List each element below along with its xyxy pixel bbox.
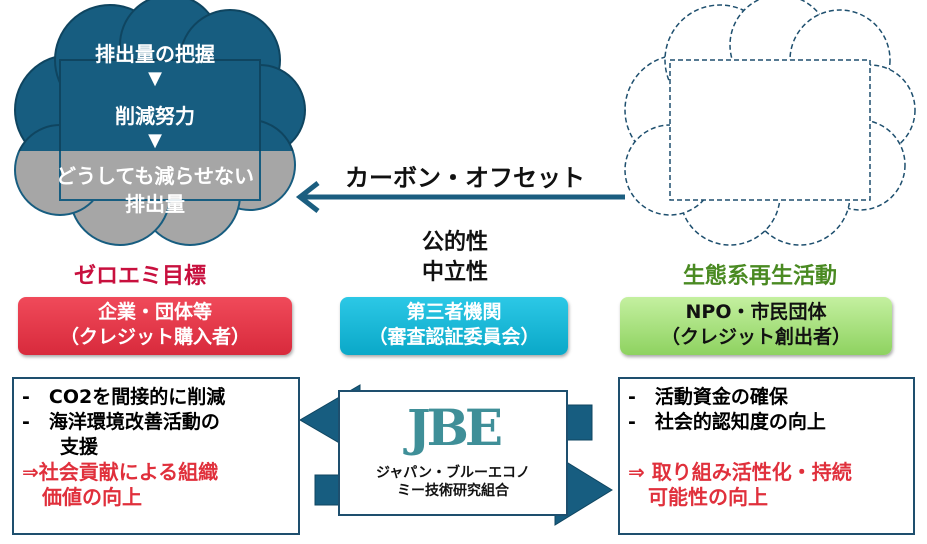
- actor-third-party: 第三者機関 （審査認証委員会）: [340, 297, 568, 355]
- jbe-logo: JBE: [406, 398, 503, 457]
- benefit-result: 価値の向上: [22, 485, 142, 509]
- creator-benefits-box: - 活動資金の確保 - 社会的認知度の向上 ⇒ 取り組み活性化・持続 可能性の向…: [618, 377, 915, 535]
- benefit-item: - 活動資金の確保: [628, 386, 788, 408]
- benefit-result: ⇒ 取り組み活性化・持続: [628, 460, 852, 484]
- neutral-label: 中立性: [421, 260, 488, 285]
- zero-emission-heading: ゼロエミ目標: [73, 264, 206, 289]
- actor-npo: NPO・市民団体 （クレジット創出者）: [620, 297, 892, 355]
- jbe-name-b: ミー技術研究組合: [397, 483, 509, 499]
- actor-companies: 企業・団体等 （クレジット購入者）: [18, 297, 292, 355]
- reduction-absorption-label: 削減・吸収: [717, 172, 818, 196]
- actor-role: （クレジット創出者）: [660, 326, 851, 348]
- benefit-item: - 海洋環境改善活動の: [22, 411, 220, 433]
- carbon-offset-label: カーボン・オフセット: [345, 164, 585, 192]
- step-measure: 排出量の把握: [95, 42, 215, 66]
- down-arrow-icon: ▼: [148, 130, 162, 151]
- step-residual-b: 排出量: [125, 192, 185, 216]
- neutrality-labels: 公的性 中立性: [380, 228, 530, 288]
- public-label: 公的性: [421, 230, 488, 255]
- actor-name: NPO・市民団体: [685, 301, 827, 323]
- actor-role: （審査認証委員会）: [368, 326, 540, 348]
- down-arrow-icon: ▼: [148, 68, 162, 89]
- benefit-item: - 社会的認知度の向上: [628, 411, 826, 433]
- step-residual-a: どうしても減らせない: [56, 164, 254, 188]
- actor-name: 企業・団体等: [97, 301, 212, 323]
- actor-name: 第三者機関: [406, 301, 502, 323]
- offset-arrow: [295, 181, 625, 213]
- actor-role: （クレジット購入者）: [59, 326, 250, 348]
- buyer-benefits-box: - CO2を間接的に削減 - 海洋環境改善活動の 支援 ⇒社会貢献による組織 価…: [12, 377, 300, 535]
- right-cloud: [624, 0, 916, 246]
- benefit-item: 支援: [22, 436, 99, 458]
- step-reduce: 削減努力: [115, 104, 195, 128]
- ecosystem-heading: 生態系再生活動: [682, 264, 837, 289]
- benefit-result: ⇒社会貢献による組織: [22, 460, 219, 484]
- jbe-name-a: ジャパン・ブルーエコノ: [376, 465, 530, 481]
- jbe-box: JBE ジャパン・ブルーエコノ ミー技術研究組合: [338, 390, 568, 516]
- benefit-item: - CO2を間接的に削減: [22, 386, 226, 408]
- benefit-result: 可能性の向上: [628, 485, 768, 509]
